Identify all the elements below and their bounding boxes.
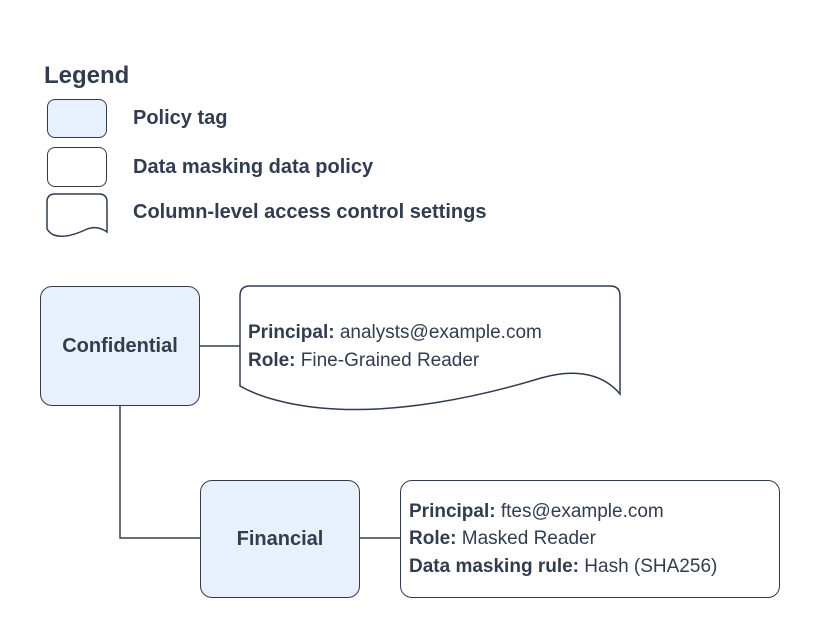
data-policy-swatch <box>47 147 107 187</box>
legend-item-data-policy: Data masking data policy <box>133 156 374 178</box>
principal-line: Principal: ftes@example.com <box>409 500 664 522</box>
role-line: Role: Masked Reader <box>409 528 596 550</box>
document-swatch <box>46 193 108 237</box>
data-masking-policy-box <box>400 480 780 598</box>
legend-title: Legend <box>44 62 130 89</box>
legend-item-policy-tag: Policy tag <box>133 107 228 129</box>
policy-tag-swatch <box>47 99 107 138</box>
node-confidential-label: Confidential <box>62 334 178 357</box>
node-financial-label: Financial <box>236 527 324 550</box>
data-masking-policy-text: Principal: ftes@example.com Role: Masked… <box>409 480 777 598</box>
access-control-settings-text: Principal: analysts@example.com Role: Fi… <box>248 286 616 407</box>
masking-rule-line: Data masking rule: Hash (SHA256) <box>409 555 718 577</box>
node-confidential: Confidential <box>40 286 200 406</box>
node-financial: Financial <box>200 480 360 598</box>
connector-confidential-financial <box>119 406 200 539</box>
principal-line: Principal: analysts@example.com <box>248 322 542 343</box>
legend-item-column-access: Column-level access control settings <box>133 201 487 223</box>
access-control-document-shape <box>239 285 621 411</box>
role-line: Role: Fine-Grained Reader <box>248 349 480 371</box>
